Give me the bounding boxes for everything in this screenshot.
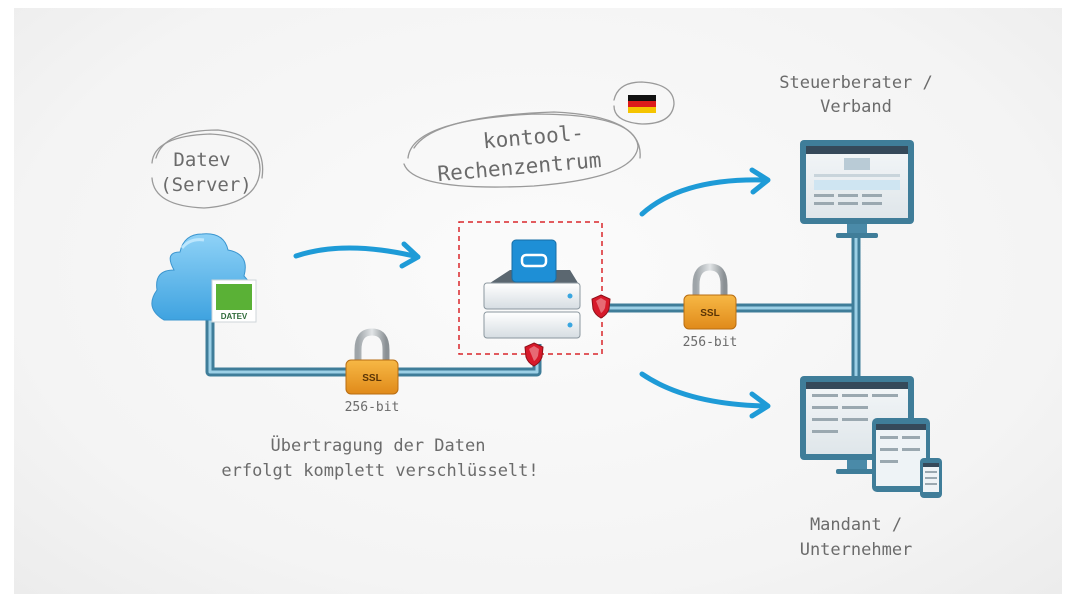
ssl-lock-icon: SSL [345,328,399,395]
mandant-label: Mandant / [810,515,902,535]
server-icon [483,239,581,339]
sketch-ellipse [403,111,641,188]
architecture-diagram: DATEV SSL 256-bit SSL 256-bit [151,73,942,560]
rechenzentrum-label: kontool- [482,121,585,154]
datev-logo-text: DATEV [221,312,248,321]
ssl-badge: SSL [700,308,719,319]
encryption-note: Übertragung der Daten [271,434,486,456]
mandant-devices-icon [800,376,942,498]
datev-cloud-icon: DATEV [151,233,257,323]
datev-label: (Server) [160,174,252,196]
encryption-note: erfolgt komplett verschlüsselt! [221,461,538,481]
mandant-label: Unternehmer [800,540,913,560]
steuerberater-monitor-icon [800,140,914,238]
sketch-ellipse [151,129,264,209]
german-flag-icon [628,95,656,113]
kontool-app-icon [511,239,557,283]
datev-label: Datev [173,149,230,171]
encryption-strength: 256-bit [683,335,738,350]
steuerberater-label: Steuerberater / [779,73,933,93]
sketch-ellipse [613,81,675,125]
arrow-icon [293,241,421,269]
diagram-canvas: DATEV SSL 256-bit SSL 256-bit [14,8,1062,594]
encryption-strength: 256-bit [345,400,400,415]
ssl-badge: SSL [362,373,381,384]
arrow-icon [639,371,771,419]
ssl-lock-icon: SSL [683,263,737,330]
shield-icon [591,294,611,319]
steuerberater-label: Verband [820,97,892,117]
arrow-icon [639,167,771,217]
